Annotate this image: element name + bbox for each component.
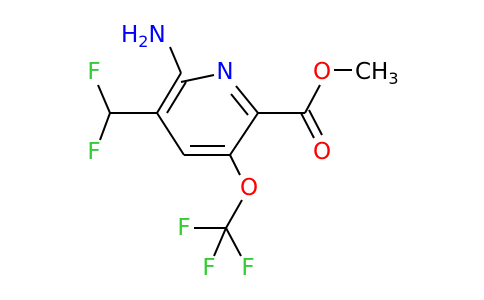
bond-c2-nh2 [169,46,182,74]
cf3-f2-label: F [202,255,215,281]
bond-carbonyl-double-2 [308,109,323,136]
cf3-f3-label: F [241,255,254,281]
bond-c2-n1 [180,74,215,83]
ether-o-label: O [240,175,258,201]
chf2-f2-label: F [87,139,100,165]
substituent-bonds [97,46,352,257]
bond-c5-ether-o [229,154,241,176]
bond-c6-c5 [229,112,259,156]
bond-cf3-f3 [225,227,242,257]
bond-c3-c2-inner [166,81,187,114]
bond-ether-o-cf3 [225,199,243,229]
methyl-label: CH3 [355,59,399,88]
carbonyl-o-label: O [313,139,331,165]
bond-n1-c6-inner [230,93,249,116]
chf2-f1-label: F [87,59,100,85]
bond-n1-c6 [235,85,259,114]
ring-n-label: N [216,59,233,85]
bond-c3-c2 [156,72,182,114]
bond-carbonyl-double-1 [300,112,315,139]
ester-o-label: O [313,59,331,85]
bond-chf2-f1 [97,84,111,114]
bond-c4-c3 [156,112,185,156]
bond-cf3-f2 [213,227,227,257]
amino-label: H2N [121,22,166,51]
atom-labels: H2N N O CH3 O O F F F F F [87,22,398,281]
cf3-f1-label: F [177,215,190,241]
bond-carbonyl-c-ester-o [304,84,321,114]
pyridine-ring [156,72,259,156]
bond-chf2-f2 [99,112,111,141]
